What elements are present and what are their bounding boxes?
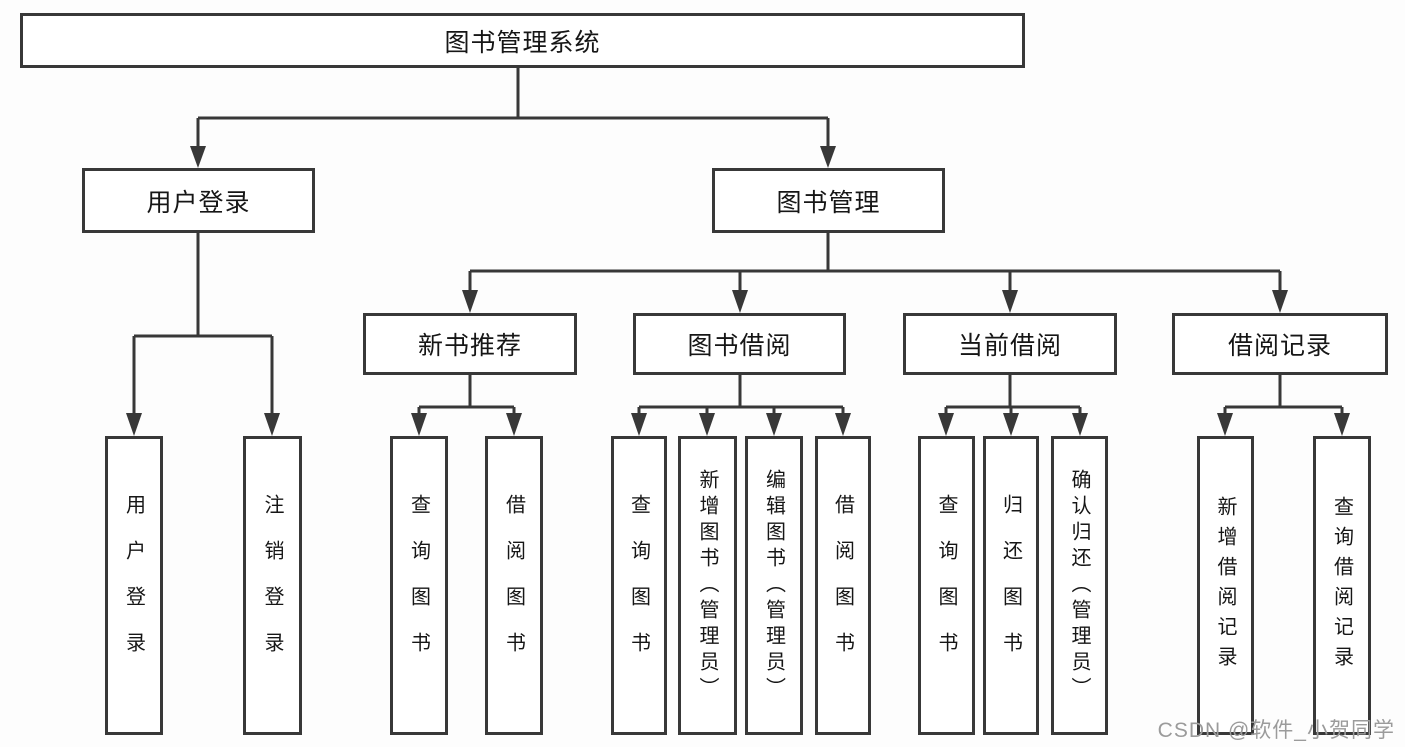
arrow-down-icon	[1272, 290, 1288, 313]
leaf-query-books: 查询图书	[390, 436, 448, 735]
connector-root-to-level2	[190, 68, 836, 168]
connector-user-login-to-leaves	[126, 233, 280, 436]
leaf-user-login: 用户登录	[105, 436, 163, 735]
connector-current-to-leaves	[938, 375, 1088, 436]
leaf-add-borrow-record: 新增借阅记录	[1197, 436, 1254, 735]
arrow-down-icon	[411, 413, 427, 436]
leaf-edit-books-admin: 编辑图书（管理员）	[745, 436, 803, 735]
csdn-watermark: CSDN @软件_小贺同学	[1157, 719, 1395, 742]
arrow-down-icon	[1072, 413, 1088, 436]
leaf-confirm-return-admin: 确认归还（管理员）	[1051, 436, 1108, 735]
arrow-down-icon	[766, 413, 782, 436]
arrow-down-icon	[1003, 413, 1019, 436]
leaf-query-books: 查询图书	[611, 436, 667, 735]
arrow-down-icon	[264, 413, 280, 436]
arrow-down-icon	[732, 290, 748, 313]
arrow-down-icon	[190, 146, 206, 168]
node-new-book-recommend: 新书推荐	[363, 313, 577, 375]
arrow-down-icon	[835, 413, 851, 436]
leaf-query-borrow-record: 查询借阅记录	[1313, 436, 1371, 735]
arrow-down-icon	[938, 413, 954, 436]
leaf-logout: 注销登录	[243, 436, 302, 735]
leaf-borrow-books: 借阅图书	[815, 436, 871, 735]
arrow-down-icon	[1334, 413, 1350, 436]
arrow-down-icon	[506, 413, 522, 436]
arrow-down-icon	[1002, 290, 1018, 313]
leaf-add-books-admin: 新增图书（管理员）	[678, 436, 737, 735]
node-book-borrowing: 图书借阅	[633, 313, 846, 375]
arrow-down-icon	[820, 146, 836, 168]
arrow-down-icon	[699, 413, 715, 436]
node-book-management: 图书管理	[712, 168, 945, 233]
node-root: 图书管理系统	[20, 13, 1025, 68]
arrow-down-icon	[462, 290, 478, 313]
node-user-login: 用户登录	[82, 168, 315, 233]
arrow-down-icon	[1217, 413, 1233, 436]
node-current-borrowing: 当前借阅	[903, 313, 1117, 375]
connector-records-to-leaves	[1217, 375, 1350, 436]
connector-book-borrow-to-leaves	[631, 375, 851, 436]
leaf-query-books: 查询图书	[918, 436, 975, 735]
node-borrowing-records: 借阅记录	[1172, 313, 1388, 375]
connector-new-books-to-leaves	[411, 375, 522, 436]
arrow-down-icon	[631, 413, 647, 436]
arrow-down-icon	[126, 413, 142, 436]
leaf-borrow-books: 借阅图书	[485, 436, 543, 735]
connector-book-mgmt-to-level3	[462, 233, 1288, 313]
leaf-return-books: 归还图书	[983, 436, 1039, 735]
